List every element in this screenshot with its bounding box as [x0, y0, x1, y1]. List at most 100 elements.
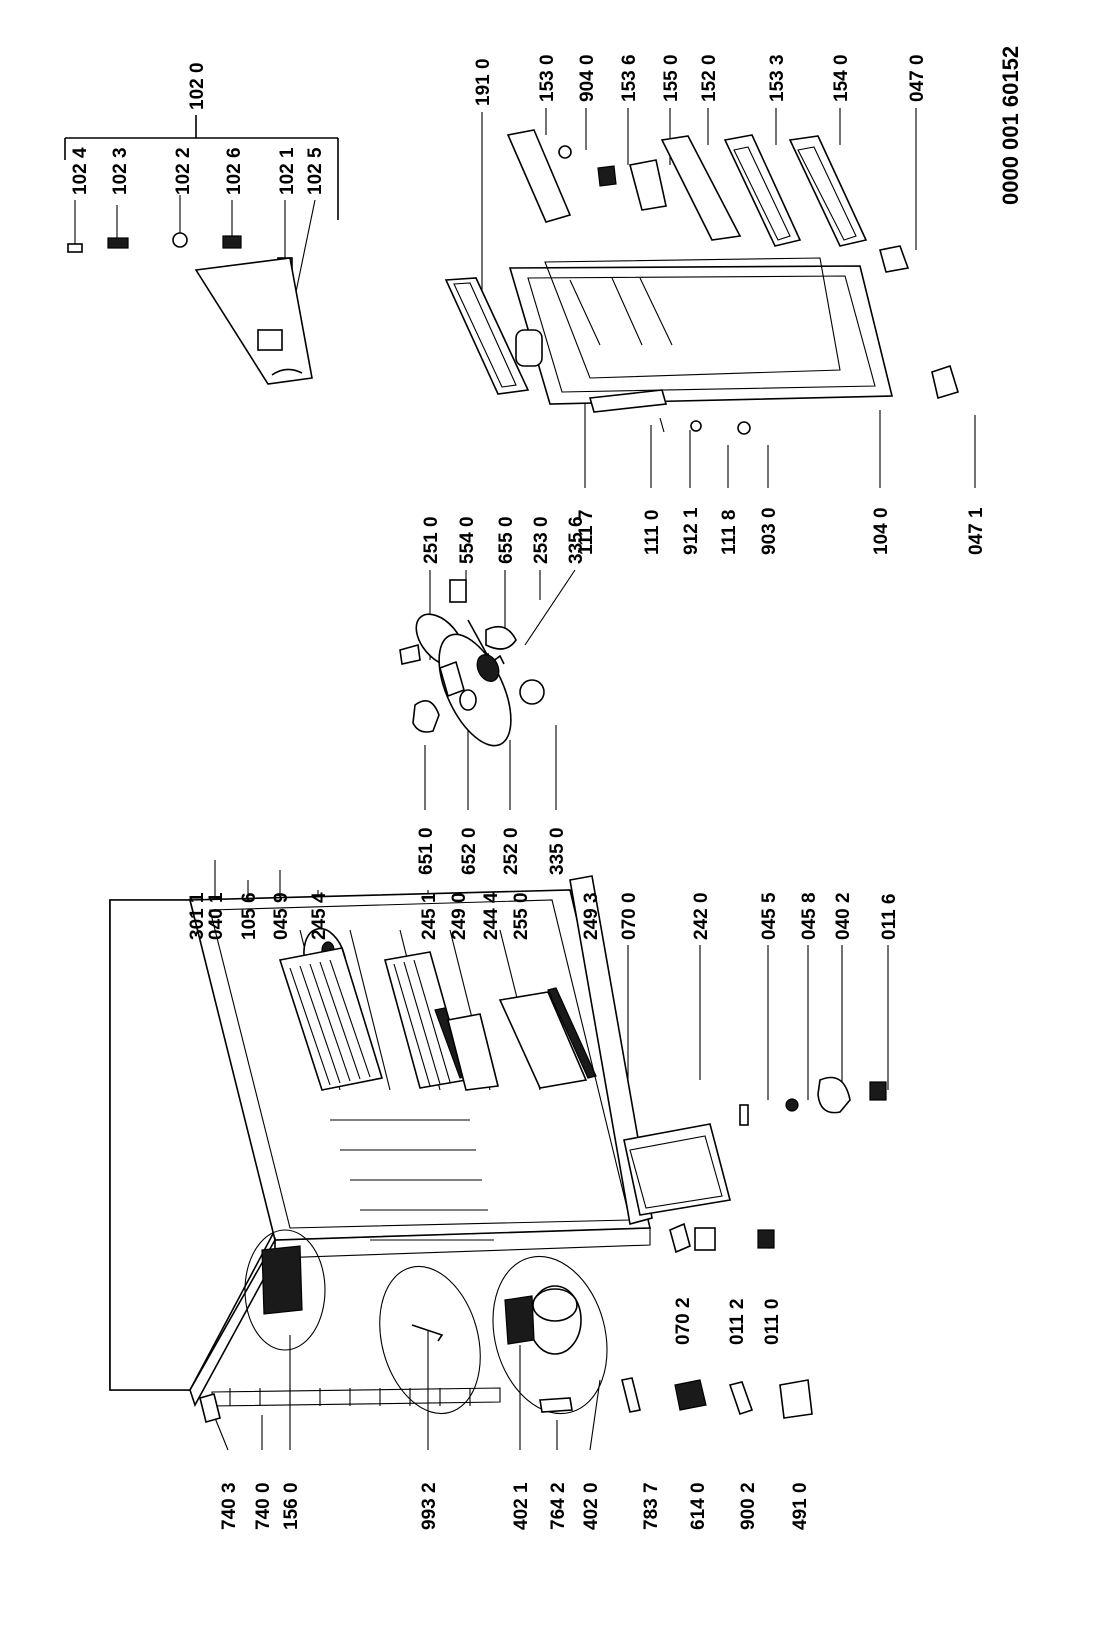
part-0471-shape: [931, 364, 960, 400]
cabinet-top-shape: [109, 899, 276, 1391]
part-1023-shape: [107, 237, 129, 249]
part-label-1021: 102 1: [277, 147, 298, 195]
bin-1530-shape: [506, 129, 572, 223]
part-2530-shape: [485, 625, 517, 650]
part-1024-shape: [67, 243, 83, 253]
part-label-1023: 102 3: [110, 147, 131, 195]
part-label-6550: 655 0: [496, 516, 517, 564]
part-label-1530: 153 0: [537, 54, 558, 102]
part-label-7400: 740 0: [253, 1482, 274, 1530]
lamp-holder-shape: [439, 660, 465, 698]
door-shape: [508, 265, 894, 405]
bin-1540-shape: [788, 135, 868, 247]
part-label-1022: 102 2: [173, 147, 194, 195]
part-2510-shape: [399, 643, 421, 665]
part-label-1117: 111 7: [576, 510, 597, 555]
bin-1520-shape: [660, 135, 742, 241]
part-label-1024: 102 4: [70, 147, 91, 195]
crisper-shape: [623, 1123, 731, 1216]
vent-grille-shape: [261, 1245, 303, 1315]
lamp-shape: [412, 699, 440, 733]
part-label-2454: 245 4: [309, 892, 330, 940]
part-label-0459: 045 9: [271, 892, 292, 940]
knob-shape: [519, 679, 545, 705]
part-label-1020: 102 0: [187, 62, 208, 110]
relay-shape: [504, 1295, 535, 1345]
part-0702-shape: [669, 1222, 691, 1254]
part-7837-shape: [621, 1377, 641, 1413]
part-label-1040: 104 0: [871, 507, 892, 555]
part-label-2420: 242 0: [691, 892, 712, 940]
part-label-0110: 011 0: [762, 1299, 783, 1346]
part-label-4910: 491 0: [790, 1482, 811, 1530]
part-1025-shape: [257, 329, 283, 351]
part-label-3350: 335 0: [547, 827, 568, 875]
part-label-1910: 191 0: [473, 58, 494, 106]
badge-shape: [515, 329, 543, 367]
part-label-0458: 045 8: [799, 892, 820, 940]
part-label-9040: 904 0: [577, 54, 598, 102]
document-number: 0000 001 60152: [998, 46, 1023, 205]
part-label-1056: 105 6: [239, 892, 260, 940]
part-label-2530: 253 0: [531, 516, 552, 564]
part-label-1540: 154 0: [831, 54, 852, 102]
part-label-0455: 045 5: [759, 892, 780, 940]
part-drawings: [67, 129, 960, 1423]
part-label-1118: 111 8: [719, 510, 740, 555]
part-labels: 102 4 102 3 102 2 102 6 102 1 102 5 102 …: [70, 46, 1023, 1530]
part-2493-shape: [547, 987, 597, 1079]
part-6140-shape: [674, 1379, 707, 1411]
part-0112-shape: [694, 1227, 716, 1251]
part-label-2550: 255 0: [511, 892, 532, 940]
part-label-6140: 614 0: [688, 1482, 709, 1530]
part-label-2444: 244 4: [481, 892, 502, 940]
part-0455-shape: [739, 1104, 749, 1126]
freezer-flap-shape: [194, 257, 313, 385]
part-1022-shape: [172, 232, 188, 248]
part-0402-shape: [817, 1076, 851, 1114]
part-label-7642: 764 2: [548, 1482, 569, 1530]
part-label-2451: 245 1: [419, 892, 440, 940]
part-label-2493: 249 3: [581, 892, 602, 940]
part-label-9121: 912 1: [681, 507, 702, 555]
handle-shape: [588, 389, 668, 413]
part-label-4021: 402 1: [511, 1482, 532, 1530]
part-label-3356: 335 6: [566, 516, 587, 564]
glass-shelf-shape: [498, 991, 588, 1089]
part-label-1550: 155 0: [661, 54, 682, 102]
part-label-6510: 651 0: [416, 827, 437, 875]
part-label-0700: 070 0: [619, 892, 640, 940]
front-strip-shape: [569, 875, 653, 1226]
part-label-9030: 903 0: [759, 507, 780, 555]
part-label-4020: 402 0: [581, 1482, 602, 1530]
part-label-2510: 251 0: [421, 516, 442, 564]
part-1026-shape: [222, 235, 242, 249]
part-label-7403: 740 3: [219, 1482, 240, 1530]
part-2444-shape: [447, 1013, 499, 1091]
thermostat-housing-shape: [438, 633, 512, 747]
part-label-1520: 152 0: [699, 54, 720, 102]
egg-tray-shape: [629, 159, 667, 211]
part-label-0470: 047 0: [907, 54, 928, 102]
part-0110-shape: [757, 1229, 775, 1249]
part-label-1533: 153 3: [767, 54, 788, 102]
part-0116-shape: [869, 1081, 887, 1101]
part-4910-shape: [779, 1379, 813, 1419]
part-label-0116: 011 6: [879, 894, 900, 941]
part-label-5540: 554 0: [457, 516, 478, 564]
part-label-1026: 102 6: [224, 147, 245, 195]
part-label-9932: 993 2: [419, 1482, 440, 1530]
part-label-3011: 301 1: [187, 892, 208, 940]
part-label-1536: 153 6: [619, 54, 640, 102]
part-label-9002: 900 2: [738, 1482, 759, 1530]
bin-1536-shape: [597, 165, 617, 187]
part-label-1025: 102 5: [305, 147, 326, 195]
part-0458-shape: [785, 1098, 799, 1112]
part-label-2520: 252 0: [501, 827, 522, 875]
part-label-7837: 783 7: [641, 1482, 662, 1530]
part-label-0401: 040 1: [206, 892, 227, 940]
part-5540b-shape: [449, 579, 467, 603]
part-label-6520: 652 0: [459, 827, 480, 875]
